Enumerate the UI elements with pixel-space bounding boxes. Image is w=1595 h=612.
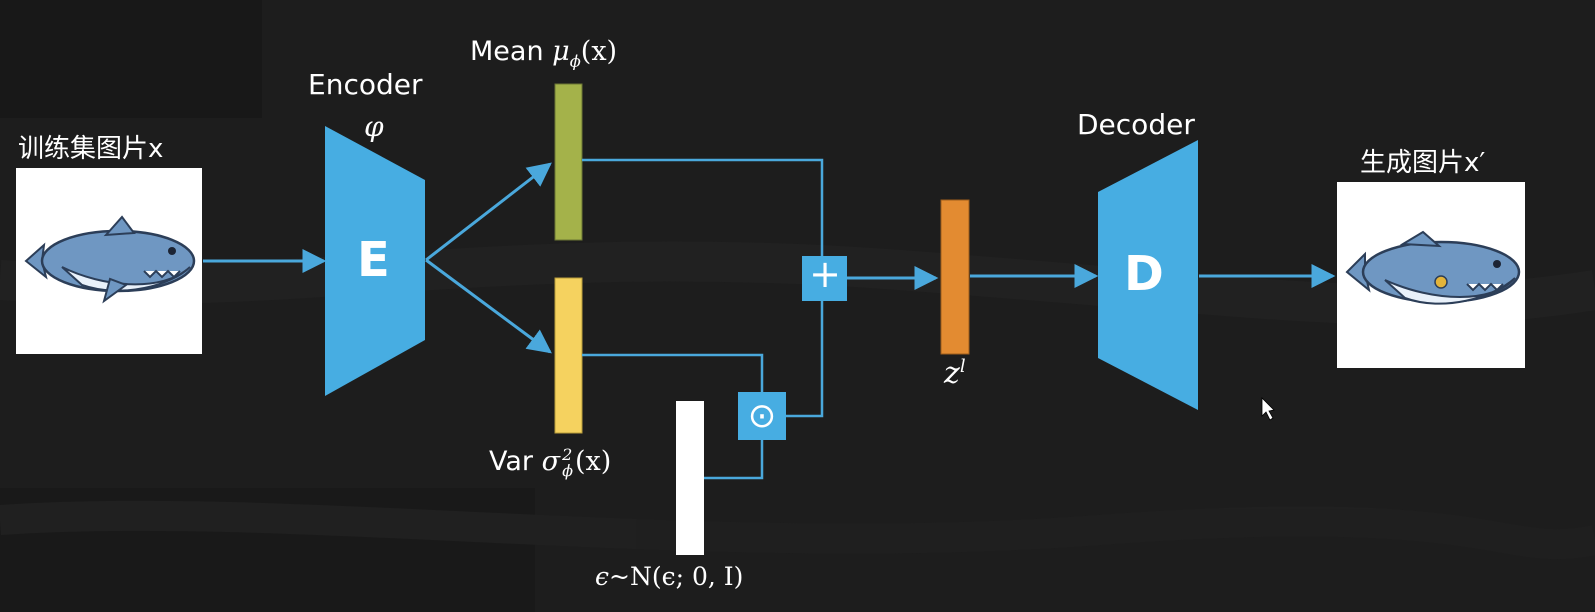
plus-operator-box bbox=[802, 256, 847, 301]
var-arg: (x) bbox=[574, 446, 612, 477]
latent-symbol: z bbox=[944, 356, 960, 391]
encoder-trapezoid bbox=[325, 126, 425, 396]
mean-label: Mean μϕ(x) bbox=[470, 36, 617, 70]
line-hadamard-to-plus bbox=[786, 300, 824, 418]
noise-eps: ϵ bbox=[595, 562, 610, 591]
encoder-title: Encoder bbox=[308, 68, 423, 101]
noise-bar bbox=[676, 401, 704, 555]
latent-bar bbox=[940, 199, 970, 355]
var-prefix: Var bbox=[489, 446, 534, 477]
shark-icon bbox=[24, 215, 196, 304]
mean-sub: ϕ bbox=[569, 51, 581, 71]
arrow-encoder-to-var bbox=[425, 258, 552, 354]
noise-tilde: ~ bbox=[609, 562, 630, 591]
hadamard-operator-box bbox=[738, 392, 786, 440]
line-var-to-hadamard bbox=[582, 353, 764, 392]
line-mean-to-plus bbox=[582, 158, 824, 256]
noise-dist: N(ϵ; 0, I) bbox=[629, 562, 744, 591]
shark-icon bbox=[1345, 230, 1521, 305]
encoder-param: φ bbox=[364, 110, 384, 143]
var-sub: ϕ bbox=[562, 460, 573, 480]
decoder-trapezoid bbox=[1098, 140, 1198, 410]
mouse-cursor-icon bbox=[1261, 397, 1275, 421]
var-symbol: σ bbox=[541, 446, 561, 477]
hadamard-symbol: ⊙ bbox=[747, 396, 777, 436]
decoder-title: Decoder bbox=[1077, 108, 1195, 141]
mean-bar bbox=[554, 83, 583, 241]
var-bar bbox=[554, 277, 583, 434]
var-sup: 2 bbox=[562, 444, 573, 464]
noise-label: ϵ~N(ϵ; 0, I) bbox=[595, 562, 743, 591]
latent-label: zl bbox=[944, 356, 966, 391]
input-label: 训练集图片x bbox=[18, 134, 164, 164]
latent-sup: l bbox=[959, 356, 966, 377]
mean-arg: (x) bbox=[580, 36, 618, 67]
decoder-letter: D bbox=[1124, 246, 1164, 302]
arrow-encoder-to-mean bbox=[425, 162, 552, 262]
mean-prefix: Mean bbox=[470, 36, 544, 67]
encoder-letter: E bbox=[357, 232, 390, 288]
output-label: 生成图片x′ bbox=[1360, 148, 1486, 178]
line-noise-to-hadamard bbox=[704, 440, 764, 480]
plus-symbol: + bbox=[809, 252, 841, 296]
mean-symbol: μ bbox=[552, 36, 570, 67]
